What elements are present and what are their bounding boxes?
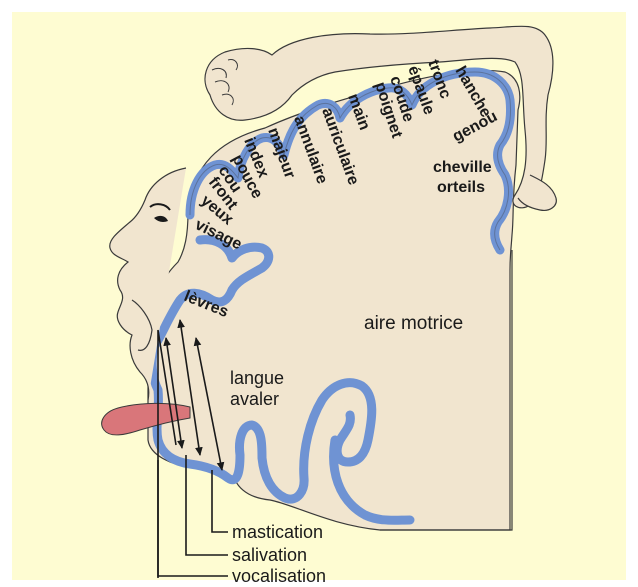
label-orteils: orteils — [437, 179, 485, 196]
area-label-aire-motrice: aire motrice — [364, 313, 463, 334]
label-langue: langue — [230, 368, 284, 388]
label-salivation: salivation — [232, 545, 307, 565]
label-vocalisation: vocalisation — [232, 566, 326, 586]
label-mastication: mastication — [232, 522, 323, 542]
leader-vocalisation — [158, 460, 228, 576]
label-avaler: avaler — [230, 389, 279, 409]
label-cheville: cheville — [433, 159, 492, 176]
